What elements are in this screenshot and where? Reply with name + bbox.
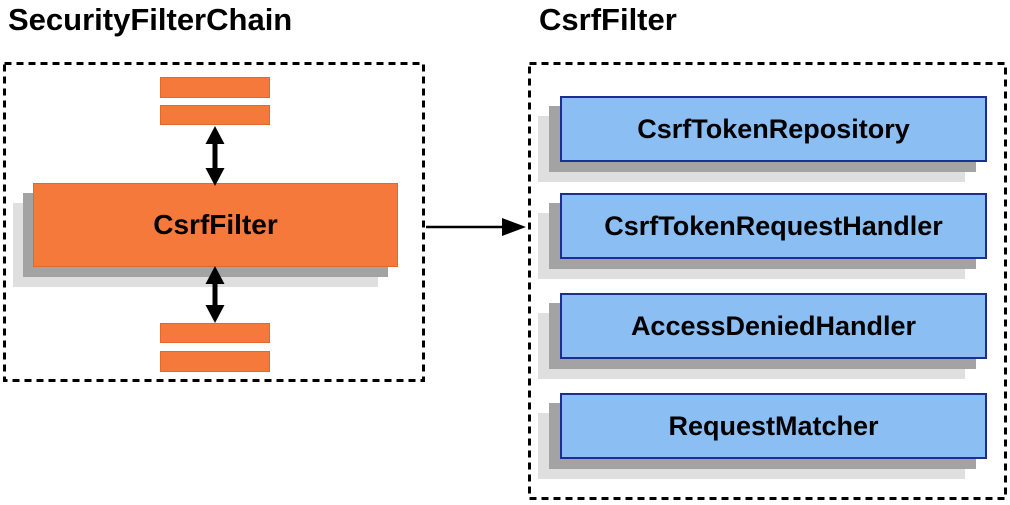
right-arrow-icon [426, 218, 526, 236]
access-denied-handler-label: AccessDeniedHandler [630, 310, 917, 341]
filter-stub-bar-top-2 [160, 105, 270, 125]
csrf-filter-box: CsrfFilter [33, 183, 398, 267]
csrf-token-repository-label: CsrfTokenRepository [637, 113, 910, 144]
csrf-token-request-handler-label: CsrfTokenRequestHandler [604, 210, 943, 241]
filter-stub-bar-bottom-2 [160, 351, 270, 372]
access-denied-handler-box: AccessDeniedHandler [560, 293, 987, 359]
filter-stub-bar-bottom-1 [160, 323, 270, 343]
csrf-filter-group: CsrfTokenRepository CsrfTokenRequestHand… [528, 62, 1007, 500]
csrf-filter-box-label: CsrfFilter [153, 209, 278, 240]
component-access-denied-handler: AccessDeniedHandler [538, 293, 987, 379]
csrf-filter-stack: CsrfFilter [13, 183, 401, 287]
request-matcher-label: RequestMatcher [668, 410, 879, 441]
csrf-token-repository-box: CsrfTokenRepository [560, 96, 987, 162]
csrf-token-request-handler-box: CsrfTokenRequestHandler [560, 193, 987, 259]
filter-stub-bar-top-1 [160, 77, 270, 98]
request-matcher-box: RequestMatcher [560, 393, 987, 459]
component-request-matcher: RequestMatcher [538, 393, 987, 479]
csrf-filter-title: CsrfFilter [539, 2, 677, 37]
security-filter-chain-group: CsrfFilter [3, 62, 425, 382]
component-csrf-token-request-handler: CsrfTokenRequestHandler [538, 193, 987, 279]
security-filter-chain-title: SecurityFilterChain [8, 2, 293, 37]
component-csrf-token-repository: CsrfTokenRepository [538, 96, 987, 182]
